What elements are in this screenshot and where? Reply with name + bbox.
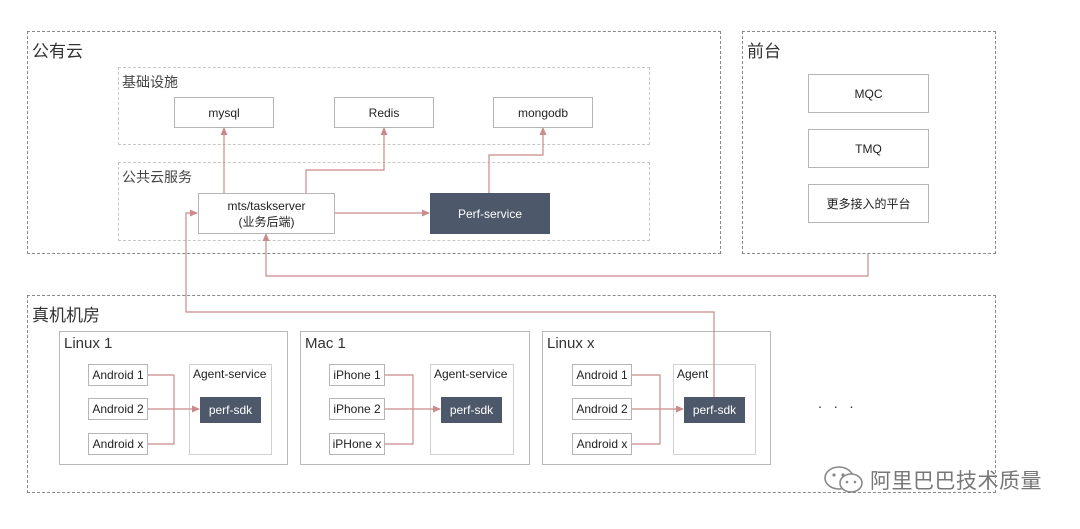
host-title: Linux x bbox=[547, 335, 595, 352]
public-cloud-zone bbox=[27, 31, 721, 254]
frontend-title: 前台 bbox=[747, 42, 781, 61]
device-node: Android x bbox=[572, 433, 632, 455]
device-node: Android 2 bbox=[572, 398, 632, 420]
tmq-node: TMQ bbox=[808, 129, 929, 168]
more-hosts-ellipsis: . . . bbox=[818, 395, 858, 411]
frontend-zone bbox=[742, 31, 996, 254]
device-node: iPHone x bbox=[329, 433, 385, 455]
mqc-node: MQC bbox=[808, 74, 929, 113]
public-services-title: 公共云服务 bbox=[122, 169, 192, 185]
public-cloud-title: 公有云 bbox=[32, 42, 83, 61]
more-platforms-node: 更多接入的平台 bbox=[808, 184, 929, 223]
arrow-perf-mongodb bbox=[488, 127, 547, 193]
watermark: 阿里巴巴技术质量 bbox=[822, 465, 1042, 495]
arrow-agent-taskserver bbox=[185, 209, 715, 397]
perf-service-node: Perf-service bbox=[430, 193, 550, 234]
agent-service-title: Agent-service bbox=[434, 367, 508, 381]
device-node: Android 1 bbox=[572, 364, 632, 386]
agent-title: Agent bbox=[677, 367, 709, 381]
host-title: Linux 1 bbox=[64, 335, 113, 352]
device-room-title: 真机机房 bbox=[32, 306, 100, 325]
taskserver-node: mts/taskserver (业务后端) bbox=[198, 193, 335, 234]
device-node: iPhone 2 bbox=[329, 398, 385, 420]
device-node: Android 1 bbox=[88, 364, 148, 386]
agent-service-title: Agent-service bbox=[193, 367, 267, 381]
taskserver-sublabel: (业务后端) bbox=[238, 214, 295, 229]
infrastructure-title: 基础设施 bbox=[122, 74, 178, 90]
taskserver-label: mts/taskserver bbox=[227, 198, 306, 213]
device-room-zone bbox=[27, 295, 996, 493]
device-node: Android 2 bbox=[88, 398, 148, 420]
watermark-text: 阿里巴巴技术质量 bbox=[870, 470, 1042, 493]
redis-node: Redis bbox=[334, 97, 434, 128]
wechat-icon bbox=[824, 466, 863, 493]
perf-sdk-node: perf-sdk bbox=[441, 397, 502, 423]
perf-sdk-node: perf-sdk bbox=[684, 397, 745, 423]
arrow-taskserver-redis bbox=[305, 127, 388, 193]
device-node: Android x bbox=[88, 433, 148, 455]
device-node: iPhone 1 bbox=[329, 364, 385, 386]
perf-sdk-node: perf-sdk bbox=[200, 397, 261, 423]
host-title: Mac 1 bbox=[305, 335, 346, 352]
arrow-frontend-taskserver bbox=[262, 233, 869, 277]
